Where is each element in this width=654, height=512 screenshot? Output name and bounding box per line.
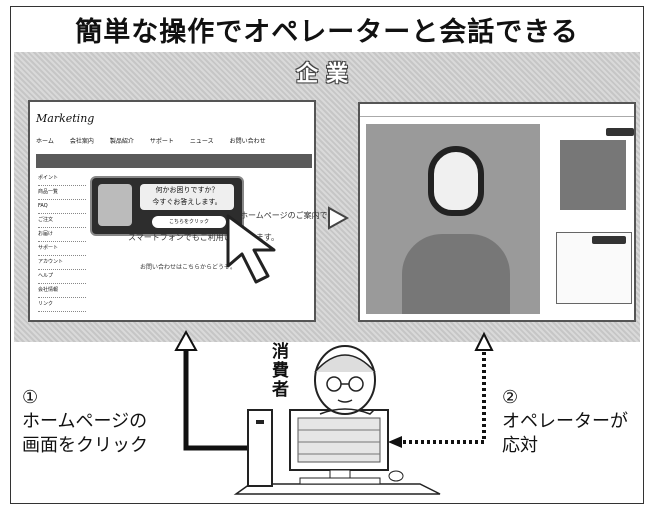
nav-item[interactable]: 会社案内: [69, 138, 94, 145]
video-chat-screen: [358, 102, 636, 322]
step1-line2: 画面をクリック: [22, 435, 148, 456]
operator-face: [428, 146, 484, 216]
mouse: [388, 470, 404, 482]
page-text: お問い合わせはこちらからどうぞ。: [140, 264, 237, 271]
end-call-button[interactable]: [606, 128, 634, 136]
chat-popup: 何かお困りですか？ 今すぐお答えします。 こちらをクリック: [90, 176, 244, 236]
operator-thumbnail: [98, 184, 132, 226]
next-arrow-icon: [328, 206, 349, 230]
site-nav: ホーム 会社案内 製品紹介 サポート ニュース お問い合わせ: [36, 136, 306, 146]
consumer-label: 消費者: [268, 342, 288, 399]
popup-message-line: 何かお困りですか？: [155, 186, 219, 194]
popup-message: 何かお困りですか？ 今すぐお答えします。: [140, 184, 234, 210]
company-label: 企業: [295, 62, 356, 87]
sidebar-item[interactable]: お届け: [38, 228, 86, 242]
sidebar-item[interactable]: 会社情報: [38, 284, 86, 298]
nav-item[interactable]: ニュース: [189, 138, 214, 145]
sidebar-item[interactable]: ご注文: [38, 214, 86, 228]
nav-item[interactable]: お問い合わせ: [229, 138, 266, 145]
site-sidebar: ポイント 商品一覧 FAQ ご注文 お届け サポート アカウント ヘルプ 会社情…: [38, 172, 86, 312]
self-video: [560, 140, 626, 210]
sidebar-item[interactable]: 商品一覧: [38, 186, 86, 200]
up-arrow-icon-dotted: [474, 331, 494, 351]
chat-box[interactable]: [556, 232, 632, 304]
sidebar-item[interactable]: ポイント: [38, 172, 86, 186]
step1-label: ① ホームページの 画面をクリック: [22, 386, 148, 458]
nav-item[interactable]: サポート: [149, 138, 174, 145]
page-text: ホームページのご案内です。: [240, 211, 343, 220]
sidebar-item[interactable]: サポート: [38, 242, 86, 256]
sidebar-item[interactable]: ヘルプ: [38, 270, 86, 284]
site-logo: Marketing: [36, 112, 95, 125]
step2-line1: オペレーターが: [502, 411, 628, 432]
popup-message-line: 今すぐお答えします。: [152, 198, 222, 206]
sidebar-item[interactable]: アカウント: [38, 256, 86, 270]
operator-body: [402, 234, 510, 314]
step2-number: ②: [502, 387, 519, 408]
left-arrow-icon: [388, 436, 402, 448]
video-chat-topbar: [360, 104, 634, 117]
step1-number: ①: [22, 387, 39, 408]
mouse-cursor-icon: [226, 214, 276, 284]
diagram-title: 簡単な操作でオペレーターと会話できる: [75, 17, 579, 48]
website-screen: Marketing ホーム 会社案内 製品紹介 サポート ニュース お問い合わせ…: [28, 100, 343, 322]
popup-click-button[interactable]: こちらをクリック: [152, 216, 226, 228]
nav-item[interactable]: 製品紹介: [109, 138, 134, 145]
nav-item[interactable]: ホーム: [36, 138, 54, 145]
step1-line1: ホームページの: [22, 411, 148, 432]
page-text: スマートフォンでもご利用いただけます。: [128, 233, 279, 242]
chat-send-button[interactable]: [592, 236, 626, 244]
sidebar-item[interactable]: FAQ: [38, 200, 86, 214]
step2-line2: 応対: [502, 435, 538, 456]
site-banner: [36, 154, 312, 168]
up-arrow-icon: [174, 329, 198, 351]
operator-video: [366, 124, 540, 314]
sidebar-item[interactable]: リンク: [38, 298, 86, 312]
step2-label: ② オペレーターが 応対: [502, 386, 628, 458]
outer-frame: [10, 6, 644, 504]
